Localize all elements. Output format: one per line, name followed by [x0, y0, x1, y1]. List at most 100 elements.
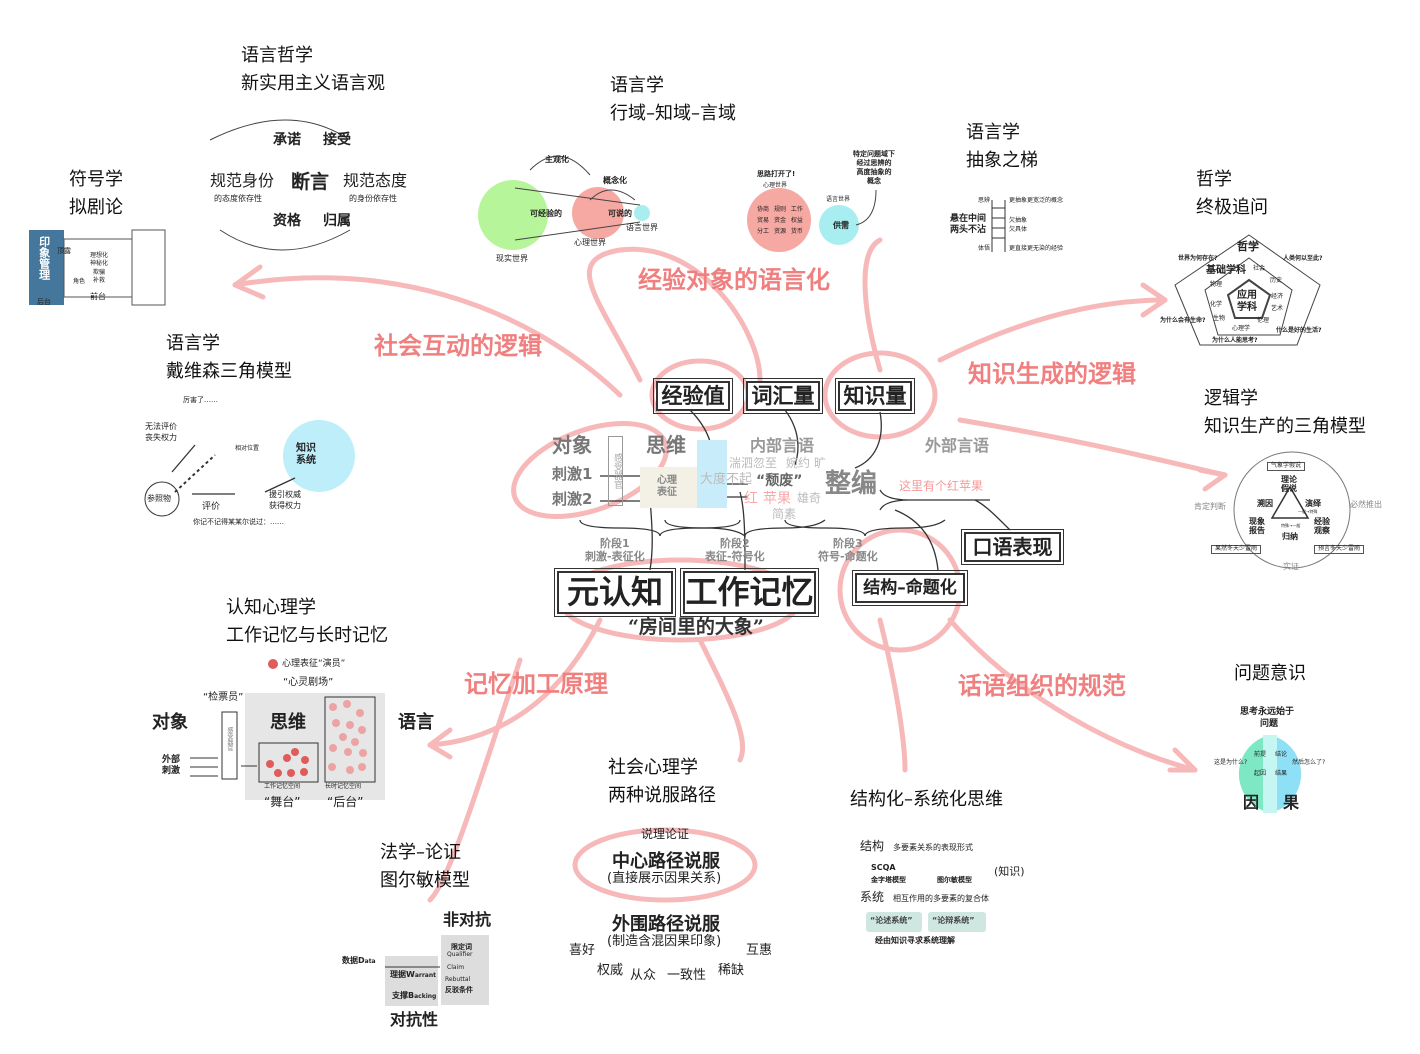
q-effect: 果	[1283, 793, 1300, 812]
bubble: 协商	[757, 206, 770, 213]
repr-block	[640, 467, 697, 508]
pers-peripheral: 外围路径说服	[612, 914, 720, 935]
dom-open: 思路打开了!	[757, 170, 796, 178]
dram-action: 理想化	[90, 252, 109, 259]
topic-domains: 语言学行域–知域–言域	[610, 72, 736, 128]
dav-oops: 厉害了……	[183, 396, 218, 404]
ladder-bottom: 体悟	[978, 245, 991, 252]
bubble: 权益	[790, 216, 803, 224]
center-thinking: 思维	[646, 433, 686, 457]
str-narrative: “论述系统”	[870, 916, 913, 925]
dram-hide: 顶露	[57, 247, 71, 255]
pers-peripheral-sub: (制造含混因果印象)	[607, 934, 722, 949]
mem-sensor: 感受器官	[225, 727, 233, 751]
elephant-label: “房间里的大象”	[628, 616, 764, 638]
q-cause: 因	[1243, 793, 1260, 812]
phil-q: 世界为何存在?	[1178, 255, 1218, 262]
str-debate: “论辩系统”	[932, 916, 975, 925]
brush-arrow-exp	[587, 246, 763, 383]
logic-phen-1: 现象	[1249, 517, 1265, 526]
q-title2: 问题	[1260, 719, 1279, 729]
topic-title: 哲学	[1196, 169, 1232, 190]
mem-theater: “心灵剧场”	[283, 677, 334, 688]
topic-subtitle: 戴维森三角模型	[166, 361, 292, 382]
logic-fact: 果然冬天少雷雨	[1211, 545, 1262, 554]
toul-data-main: 数据D	[342, 956, 365, 965]
logic-exp-2: 观察	[1314, 526, 1330, 536]
toul-backing-suffix: acking	[414, 993, 437, 1000]
cloud-word: 红	[744, 491, 758, 507]
stage-desc: 表征-符号化	[705, 549, 765, 563]
dram-front: 前台	[90, 292, 106, 301]
str-knowledge: (知识)	[994, 865, 1025, 878]
mem-wm: 工作记忆空间	[264, 783, 301, 790]
phil-applied: 应用学科	[1237, 290, 1257, 313]
dom-lang-world: 语言世界	[626, 223, 658, 232]
str-system: 系统	[860, 890, 885, 904]
topic-persuasion: 社会心理学两种说服路径	[608, 754, 716, 810]
topic-title: 符号学	[69, 169, 123, 190]
cloud-word: 大度不起	[700, 472, 753, 487]
branch-experience-language: 经验对象的语言化	[638, 266, 830, 294]
toul-backing-main: 支撑B	[392, 991, 415, 1000]
phil-subject: 心理学	[1232, 325, 1251, 332]
topic-question: 问题意识	[1234, 660, 1306, 688]
ladder-top-r: 更抽象更宽泛的概念	[1009, 197, 1064, 204]
center-sensor: 感受器官	[608, 436, 623, 506]
topic-title: 语言学	[966, 122, 1020, 143]
toul-rebuttal: 反驳条件	[445, 986, 473, 994]
dom-experienceable: 可经验的	[530, 209, 562, 218]
topic-subtitle: 终极追问	[1196, 197, 1268, 218]
logic-verify: 实证	[1283, 562, 1299, 571]
brush-arrow-logic	[957, 417, 1228, 478]
stage-title: 阶段2	[719, 537, 750, 550]
prag-belong: 归属	[323, 213, 351, 229]
topic-memory: 认知心理学工作记忆与长时记忆	[226, 594, 388, 650]
center-object: 对象	[552, 433, 592, 457]
phil-subject: 历史	[1270, 277, 1283, 284]
brush-arrow-social	[232, 275, 623, 398]
box-working-memory: 工作记忆	[680, 568, 819, 617]
center-repr: 心理表征	[657, 475, 677, 498]
q-inner: 前提	[1254, 751, 1267, 758]
dav-relative: 相对位置	[235, 445, 260, 452]
logic-affirm: 肯定判断	[1194, 502, 1226, 511]
topic-dramaturgy: 符号学拟剧论	[69, 166, 123, 222]
topic-title: 逻辑学	[1204, 388, 1258, 409]
topic-subtitle: 知识生产的三角模型	[1204, 416, 1366, 437]
box-structure: 结构–命题化	[852, 570, 968, 606]
bubble: 规则	[773, 206, 786, 213]
dom-real-world: 现实世界	[496, 254, 528, 263]
topic-subtitle: 图尔敏模型	[380, 870, 470, 891]
dav-reference: 参照物	[147, 494, 171, 503]
phil-subject: 化学	[1210, 301, 1223, 308]
prag-norm-identity-sub: 的态度依存性	[214, 194, 262, 203]
ladder-top: 思辨	[978, 197, 991, 204]
phil-q: 为什么会有生命?	[1160, 317, 1206, 324]
pers-cue: 从众	[630, 968, 657, 983]
bubble: 货币	[790, 227, 803, 235]
dom-mind-world: 心理世界	[574, 238, 606, 247]
prag-accept: 接受	[323, 132, 351, 148]
q-then: 然后怎么了?	[1292, 759, 1326, 766]
q-inner: 结果	[1275, 770, 1288, 777]
stage-desc: 符号-命题化	[818, 549, 878, 563]
dom-lang-world-2: 语言世界	[826, 196, 851, 203]
topic-pragmatism: 语言哲学新实用主义语言观	[241, 42, 385, 98]
pers-central: 中心路径说服	[612, 851, 720, 872]
q-inner: 起因	[1254, 770, 1267, 777]
box-knowledge: 知识量	[835, 378, 915, 414]
toul-claim: Claim	[447, 964, 465, 971]
dom-conceptualize: 概念化	[603, 176, 627, 185]
mem-thinking: 思维	[270, 712, 306, 733]
topic-subtitle: 行域–知域–言域	[610, 103, 736, 124]
topic-title: 语言哲学	[241, 45, 313, 66]
center-apple: 这里有个红苹果	[899, 479, 984, 493]
dom-mind-world-2: 心理世界	[763, 182, 788, 189]
branch-social-logic: 社会互动的逻辑	[374, 332, 542, 360]
prag-norm-attitude-sub: 的身份依存性	[349, 194, 397, 203]
logic-phen-2: 报告	[1249, 526, 1265, 536]
pers-reason: 说理论证	[641, 827, 690, 841]
